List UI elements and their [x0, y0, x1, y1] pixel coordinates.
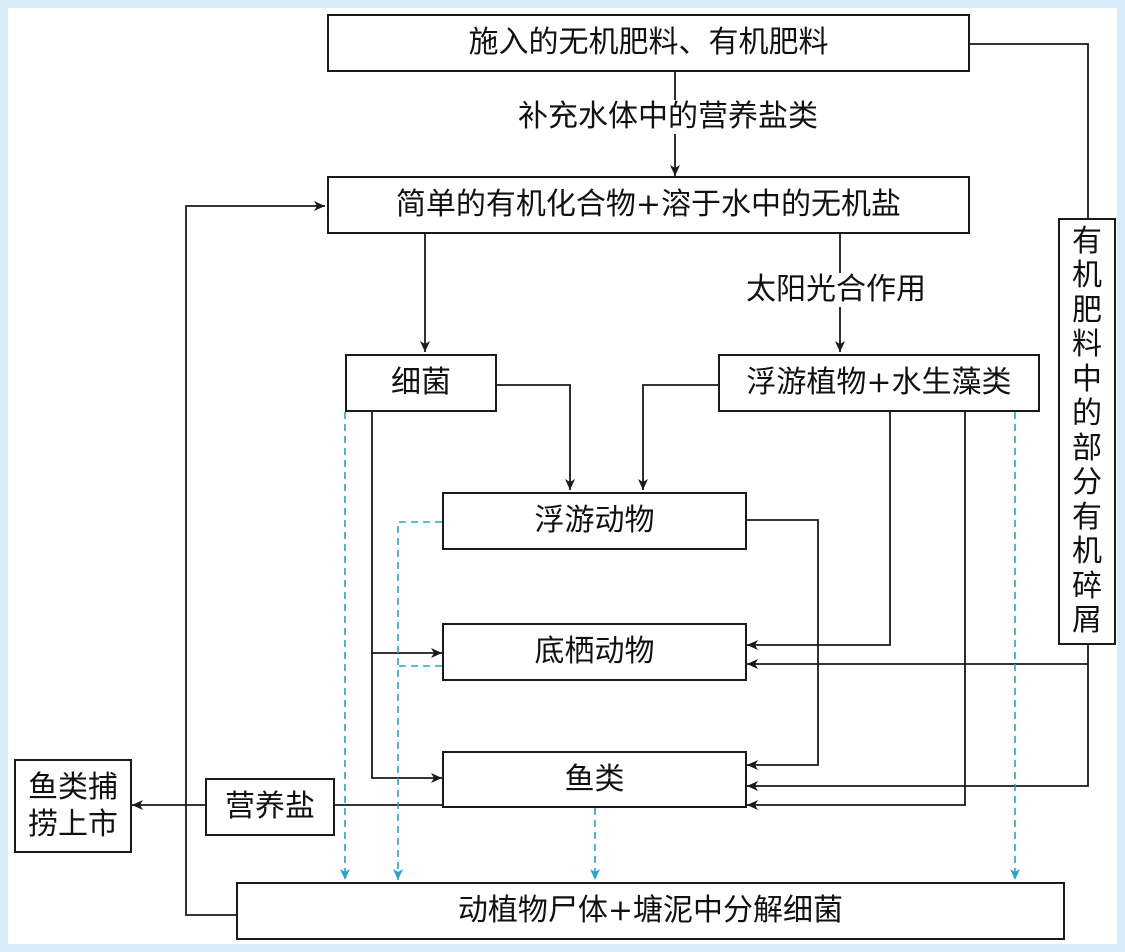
- node-bacteria: 细菌: [345, 354, 497, 412]
- node-organic-debris-char: 机: [1072, 534, 1102, 569]
- node-phytoplankton-text: 浮游植物+水生藻类: [746, 365, 1012, 400]
- node-organic-debris-char: 料: [1072, 327, 1102, 362]
- node-fish: 鱼类: [442, 751, 747, 808]
- node-bacteria-text: 细菌: [391, 365, 451, 400]
- edge-phyto-to-fish: [747, 412, 966, 810]
- edge-zoo-to-fish: [747, 519, 819, 770]
- node-organic-debris-text: 有机肥料中的部分有机碎屑: [1072, 223, 1102, 639]
- dash-zoo-to-detritus: [393, 521, 442, 880]
- node-benthos-text: 底栖动物: [534, 634, 655, 669]
- node-salts: 营养盐: [205, 778, 335, 836]
- node-fish-text: 鱼类: [564, 761, 625, 797]
- edge-bacteria-to-zoo: [497, 384, 575, 490]
- edge-label-supplement: 补充水体中的营养盐类: [514, 100, 822, 134]
- node-nutrients-pool-text: 简单的有机化合物+溶于水中的无机盐: [395, 187, 902, 222]
- node-organic-debris-char: 碎: [1072, 568, 1102, 604]
- node-organic-debris-char: 肥: [1072, 292, 1102, 328]
- node-market-line2: 捞上市: [28, 807, 118, 842]
- node-organic-debris-char: 机: [1072, 258, 1102, 293]
- edge-phyto-to-benthos: [747, 412, 891, 650]
- node-zooplankton: 浮游动物: [442, 492, 747, 550]
- node-market-line1: 鱼类捕: [28, 769, 118, 805]
- node-zooplankton-text: 浮游动物: [534, 503, 655, 538]
- node-detritus: 动植物尸体+塘泥中分解细菌: [236, 882, 1065, 940]
- node-salts-text: 营养盐: [225, 789, 315, 824]
- edge-bacteria-to-benthos: [371, 412, 442, 658]
- node-organic-debris-char: 分: [1072, 465, 1102, 500]
- node-market: 鱼类捕 捞上市: [14, 759, 132, 853]
- node-phytoplankton: 浮游植物+水生藻类: [718, 354, 1040, 412]
- edge-bacteria-to-fish: [371, 653, 442, 783]
- node-organic-debris-char: 部: [1072, 430, 1102, 466]
- edge-debris-to-benthos: [747, 645, 1089, 669]
- node-organic-debris-char: 有: [1072, 499, 1102, 535]
- edge-phyto-to-zoo: [638, 384, 718, 490]
- node-nutrients-pool: 简单的有机化合物+溶于水中的无机盐: [327, 176, 970, 234]
- edge-detritus-to-pool: [185, 201, 325, 916]
- node-fertilizer-text: 施入的无机肥料、有机肥料: [468, 25, 829, 60]
- edge-debris-to-fish: [747, 664, 1089, 791]
- node-organic-debris-char: 中: [1072, 361, 1102, 397]
- edge-label-photosynthesis: 太阳光合作用: [742, 273, 930, 307]
- node-organic-debris-char: 有: [1072, 223, 1102, 259]
- edge-fertilizer-to-debris: [970, 43, 1089, 218]
- node-benthos: 底栖动物: [442, 623, 747, 681]
- node-organic-debris-char: 屑: [1072, 603, 1102, 638]
- node-organic-debris: 有机肥料中的部分有机碎屑: [1058, 218, 1116, 645]
- node-fertilizer: 施入的无机肥料、有机肥料: [327, 14, 970, 72]
- node-detritus-text: 动植物尸体+塘泥中分解细菌: [457, 893, 844, 928]
- node-organic-debris-char: 的: [1072, 396, 1102, 431]
- node-market-text: 鱼类捕 捞上市: [28, 769, 118, 844]
